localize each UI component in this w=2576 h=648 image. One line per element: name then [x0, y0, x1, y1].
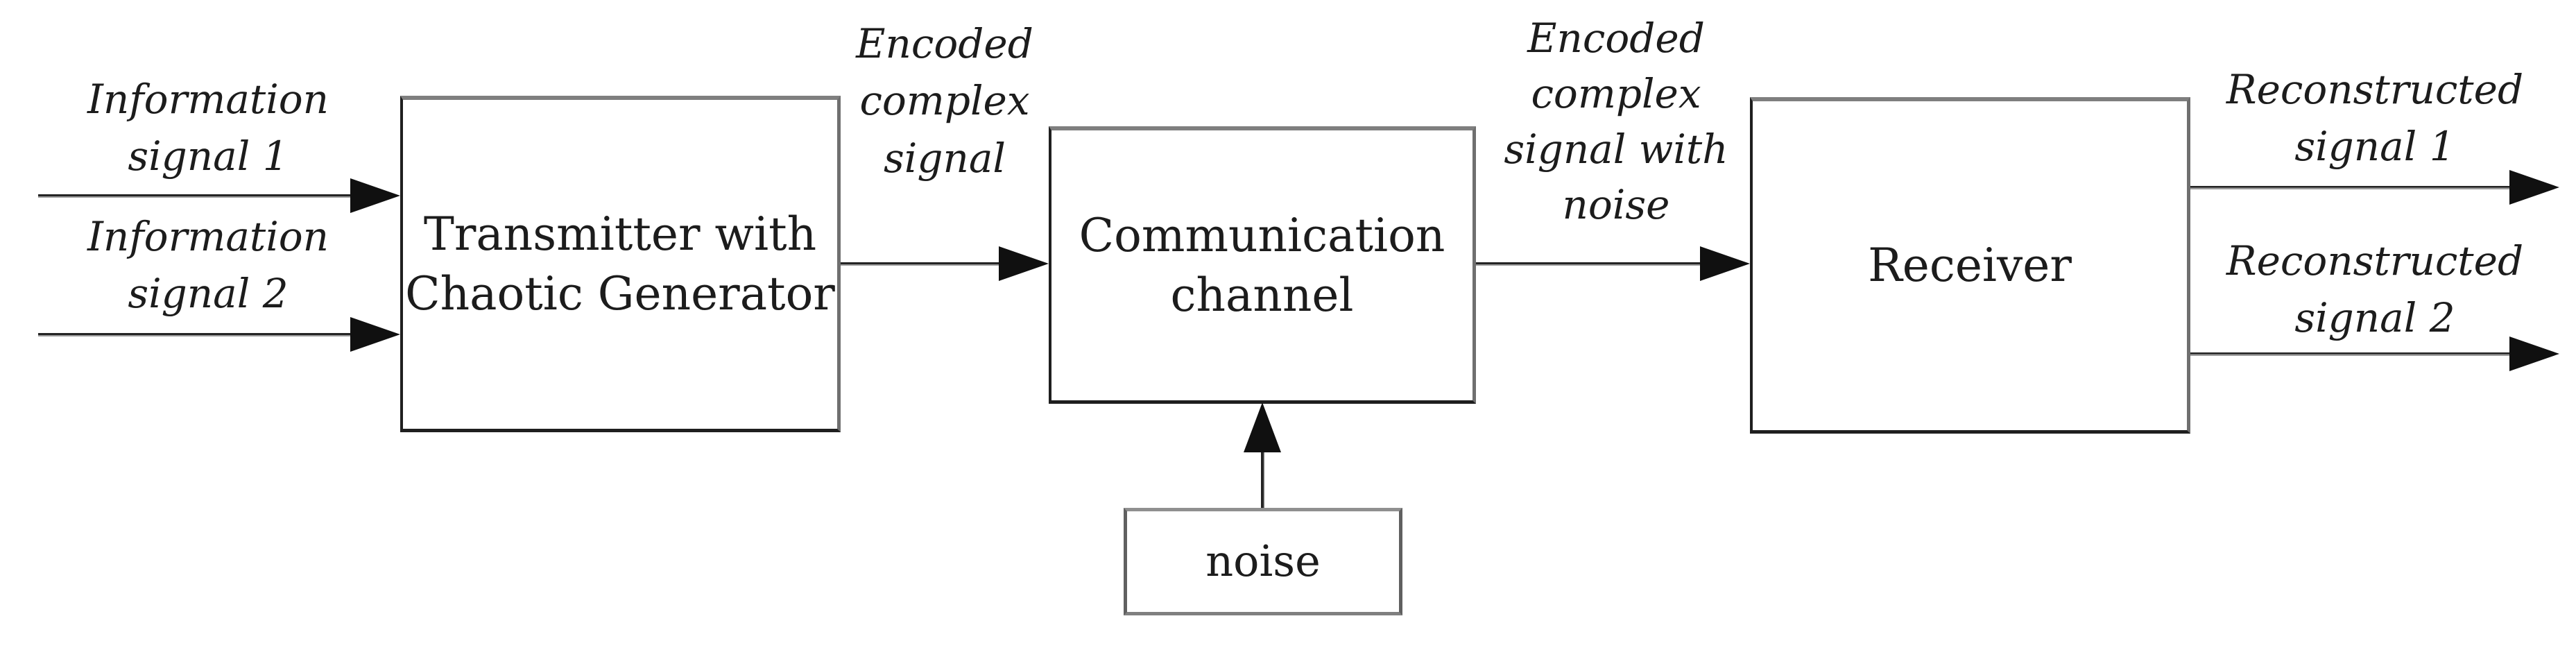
block-noise: noise — [1124, 508, 1402, 615]
label-reconstructed-signal-1: Reconstructed signal 1 — [2226, 66, 2524, 171]
arrowhead-icon — [999, 246, 1049, 281]
arrow-noise-to-channel — [1261, 450, 1264, 508]
block-communication-channel: Communication channel — [1049, 126, 1476, 404]
block-receiver: Receiver — [1750, 97, 2190, 434]
arrow-transmitter-to-channel — [841, 262, 1000, 266]
block-transmitter: Transmitter with Chaotic Generator — [400, 96, 841, 432]
arrowhead-icon — [1244, 402, 1281, 452]
label-encoded-complex-signal-with-noise: Encoded complex signal with noise — [1504, 15, 1728, 229]
label-encoded-complex-signal: Encoded complex signal — [856, 20, 1033, 182]
label-information-signal-1: Information signal 1 — [87, 76, 329, 180]
arrowhead-icon — [350, 317, 400, 352]
label-reconstructed-signal-2: Reconstructed signal 2 — [2226, 237, 2524, 342]
arrow-input-1 — [38, 194, 352, 198]
label-information-signal-2: Information signal 2 — [87, 213, 329, 318]
arrowhead-icon — [2509, 336, 2559, 371]
arrowhead-icon — [2509, 170, 2559, 205]
arrowhead-icon — [350, 178, 400, 213]
arrow-channel-to-receiver — [1476, 262, 1701, 266]
arrowhead-icon — [1700, 246, 1750, 281]
arrow-output-1 — [2190, 186, 2511, 189]
arrow-output-2 — [2190, 352, 2511, 356]
arrow-input-2 — [38, 333, 352, 336]
